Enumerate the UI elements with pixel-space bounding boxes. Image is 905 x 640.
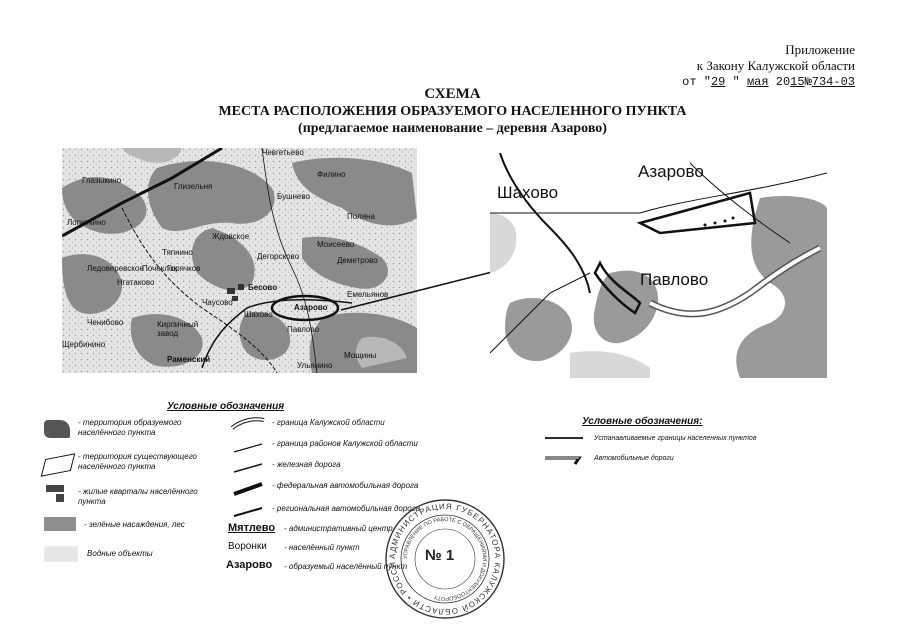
azarovo-highlight xyxy=(270,294,340,322)
legend-right-item: Автомобильные дороги xyxy=(594,455,674,462)
appendix-block: Приложение к Закону Калужской области от… xyxy=(682,42,855,90)
stamp-seal: АДМИНИСТРАЦИЯ ГУБЕРНАТОРА КАЛУЖСКОЙ ОБЛА… xyxy=(379,490,505,619)
legend-item: - территория существующего населённого п… xyxy=(78,452,197,471)
map-label: Раменский xyxy=(167,355,211,364)
legend-line-item: - федеральная автомобильная дорога xyxy=(272,481,419,490)
legend-line-item: - железная дорога xyxy=(272,460,341,469)
map-label: Дегорсково xyxy=(257,252,300,261)
detail-label-pavlovo: Павлово xyxy=(640,270,709,289)
legend-right-item: Устанавливаемые границы населенных пункт… xyxy=(594,435,757,442)
swatch-water xyxy=(44,546,78,562)
legend-place-desc: - населённый пункт xyxy=(284,543,360,552)
scheme-title: СХЕМА xyxy=(424,86,481,102)
map-label: Ледоверевское xyxy=(87,264,144,273)
map-label: Лопаткино xyxy=(67,218,106,227)
detail-map-canvas xyxy=(489,152,828,378)
legend-line-item: - граница Калужской области xyxy=(272,418,385,427)
detail-map: Азарово Шахово Павлово xyxy=(489,152,828,378)
map-label: Глизельня xyxy=(174,182,213,191)
official-stamp: АДМИНИСТРАЦИЯ ГУБЕРНАТОРА КАЛУЖСКОЙ ОБЛА… xyxy=(379,490,507,621)
appendix-number: 734-03 xyxy=(811,75,855,89)
map-label: Ждовское xyxy=(212,232,250,241)
swatch-residential xyxy=(46,485,64,492)
scheme-proposed-name: (предлагаемое наименование – деревня Аза… xyxy=(298,121,607,136)
map-label: Щербинино xyxy=(62,340,106,349)
map-label: Емельянов xyxy=(347,290,389,299)
legend-item: - жилые кварталы населённого пункта xyxy=(78,487,198,506)
appendix-day: 29 xyxy=(710,75,726,89)
swatch-territory-new xyxy=(44,420,70,438)
map-label: Тяпнино xyxy=(162,248,193,257)
legend-line-item: - региональная автомобильная дорога xyxy=(272,504,421,513)
appendix-line3: от "29 " мая 2015№734-03 xyxy=(682,75,855,89)
map-label: Горячков xyxy=(167,264,201,273)
map-label: Глазыкино xyxy=(82,176,122,185)
map-label: Кирпичный завод xyxy=(157,320,199,338)
map-label: Ченибово xyxy=(87,318,124,327)
scheme-subtitle: МЕСТА РАСПОЛОЖЕНИЯ ОБРАЗУЕМОГО НАСЕЛЕННО… xyxy=(218,104,687,119)
legend-place-new: Азарово xyxy=(226,559,273,571)
map-label: Деметрово xyxy=(337,256,378,265)
map-label: Чаусово xyxy=(202,298,233,307)
map-label: Филино xyxy=(317,170,346,179)
appendix-line2: к Закону Калужской области xyxy=(696,58,855,73)
legend-line-item: - граница районов Калужской области xyxy=(272,439,418,448)
map-label: Поляна xyxy=(347,212,375,221)
detail-label-azarovo: Азарово xyxy=(638,162,704,181)
overview-map-canvas xyxy=(61,146,417,374)
legend-place-desc: - образуемый населённый пункт xyxy=(284,562,408,571)
map-label: Чевгетьево xyxy=(262,148,304,157)
legend-right-symbols xyxy=(545,437,583,465)
legend-heading: Условные обозначения xyxy=(167,401,285,412)
legend-line-symbols xyxy=(230,417,265,517)
overview-map: Чевгетьево Филино Глазыкино Глизельня Бу… xyxy=(61,146,417,374)
map-label: Почеклок xyxy=(142,264,177,273)
legend-place-desc: - административный центр xyxy=(284,524,393,533)
map-label: Бесово xyxy=(248,283,278,292)
legend-right-heading: Условные обозначения: xyxy=(582,416,703,427)
map-label: Бушнево xyxy=(277,192,310,201)
map-label: Мощины xyxy=(344,351,377,360)
map-label: Ульянино xyxy=(297,361,333,370)
swatch-forest xyxy=(44,517,76,531)
map-label-azarovo: Азарово xyxy=(294,303,328,312)
map-label: Моисеево xyxy=(317,240,355,249)
map-label: Павлово xyxy=(287,325,320,334)
legend-item: Водные объекты xyxy=(87,549,153,558)
legend-place-settlement: Воронки xyxy=(228,541,267,552)
legend-item: - зелёные насаждения, лес xyxy=(84,520,185,529)
legend-place-admin: Мятлево xyxy=(228,522,276,534)
legend-item: - территория образуемого населённого пун… xyxy=(78,418,182,437)
appendix-month: мая xyxy=(746,75,769,89)
appendix-line1: Приложение xyxy=(785,42,855,57)
map-label: Нгатаково xyxy=(117,278,155,287)
map-label: Шахово xyxy=(244,310,273,319)
stamp-number: № 1 xyxy=(425,547,455,564)
detail-label-shakhovo: Шахово xyxy=(497,183,559,202)
